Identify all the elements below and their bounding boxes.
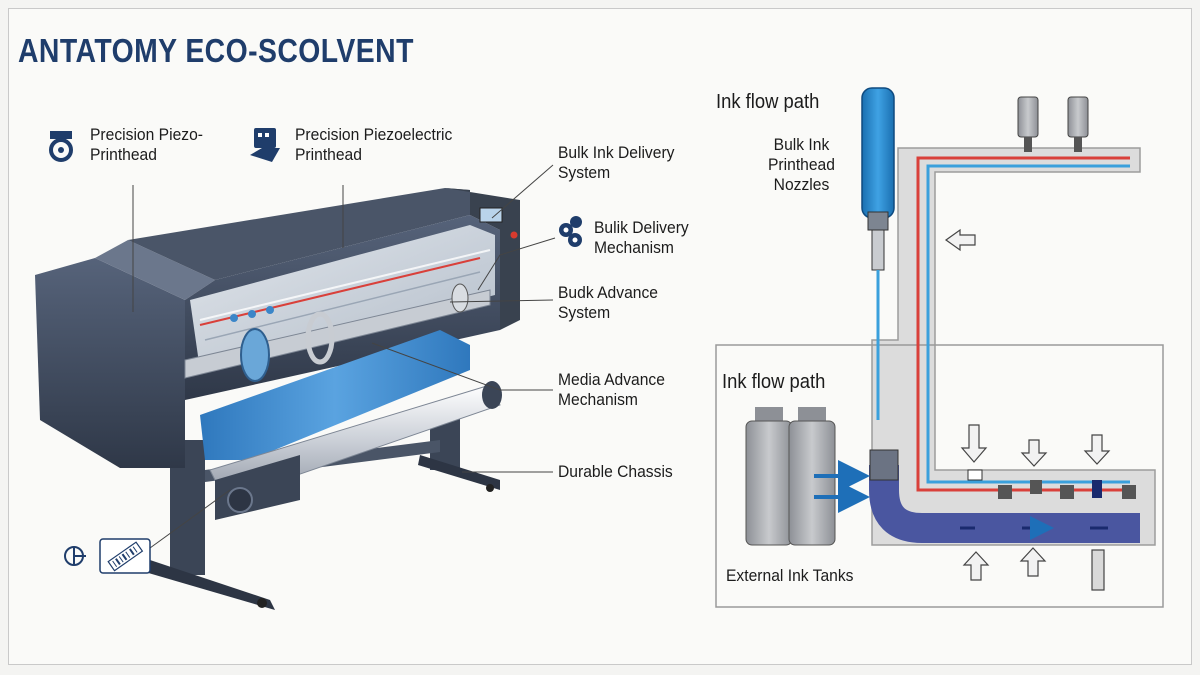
ink-flow-diagram <box>715 87 1164 608</box>
printer-illustration <box>35 188 520 610</box>
diagram-title: ANTATOMY ECO-SCOLVENT <box>18 32 414 69</box>
ink-line-blue <box>926 164 1130 484</box>
printer-glass-cover <box>190 225 495 370</box>
label-bulk-ink-nozzles: Bulk Ink Printhead Nozzles <box>768 135 835 194</box>
piezo-chip-icon <box>250 128 280 162</box>
coupling-block <box>869 449 899 481</box>
left-arrow-indicator <box>944 228 976 252</box>
ink-manifold <box>871 147 1156 546</box>
barcode-icon <box>99 538 151 574</box>
bulk-ink-bottle <box>861 87 895 420</box>
label-bulk-ink-delivery: Bulk Ink Delivery System <box>558 143 675 182</box>
printer-left-housing <box>35 258 185 468</box>
label-budk-advance: Budk Advance System <box>558 283 659 322</box>
external-ink-tank-1 <box>745 407 793 546</box>
label-ink-flow-path-inset: Ink flow path <box>722 371 826 393</box>
ink-channel <box>869 465 1140 543</box>
label-durable-chassis: Durable Chassis <box>558 462 673 481</box>
roller-disc <box>240 328 270 382</box>
label-precision-piezoelectric: Precision Piezoelectric Printhead <box>295 125 453 164</box>
top-nozzle-1 <box>1017 96 1039 152</box>
nozzle-row <box>967 469 1136 499</box>
plug-icon <box>64 546 86 566</box>
printhead-icon <box>49 131 73 162</box>
external-ink-tank-2 <box>788 407 836 546</box>
control-panel-screen <box>479 207 503 223</box>
power-button <box>510 231 518 239</box>
down-arrows <box>960 424 1111 467</box>
label-bulik-delivery: Bulik Delivery Mechanism <box>594 218 689 257</box>
label-precision-piezo: Precision Piezo- Printhead <box>90 125 204 164</box>
top-nozzle-2 <box>1067 96 1089 152</box>
take-up-hub <box>227 487 253 513</box>
delivery-gears-icon <box>559 216 582 247</box>
print-media-sheet <box>200 330 470 460</box>
label-media-advance: Media Advance Mechanism <box>558 370 665 409</box>
up-arrows <box>962 547 1105 591</box>
inset-panel <box>715 344 1164 608</box>
callout-lines <box>132 164 556 549</box>
label-ink-flow-path: Ink flow path <box>716 91 820 113</box>
printer-right-housing <box>445 188 520 330</box>
label-external-ink-tanks: External Ink Tanks <box>726 566 854 585</box>
ink-line-red <box>916 156 1130 492</box>
feed-arrows <box>814 460 870 513</box>
